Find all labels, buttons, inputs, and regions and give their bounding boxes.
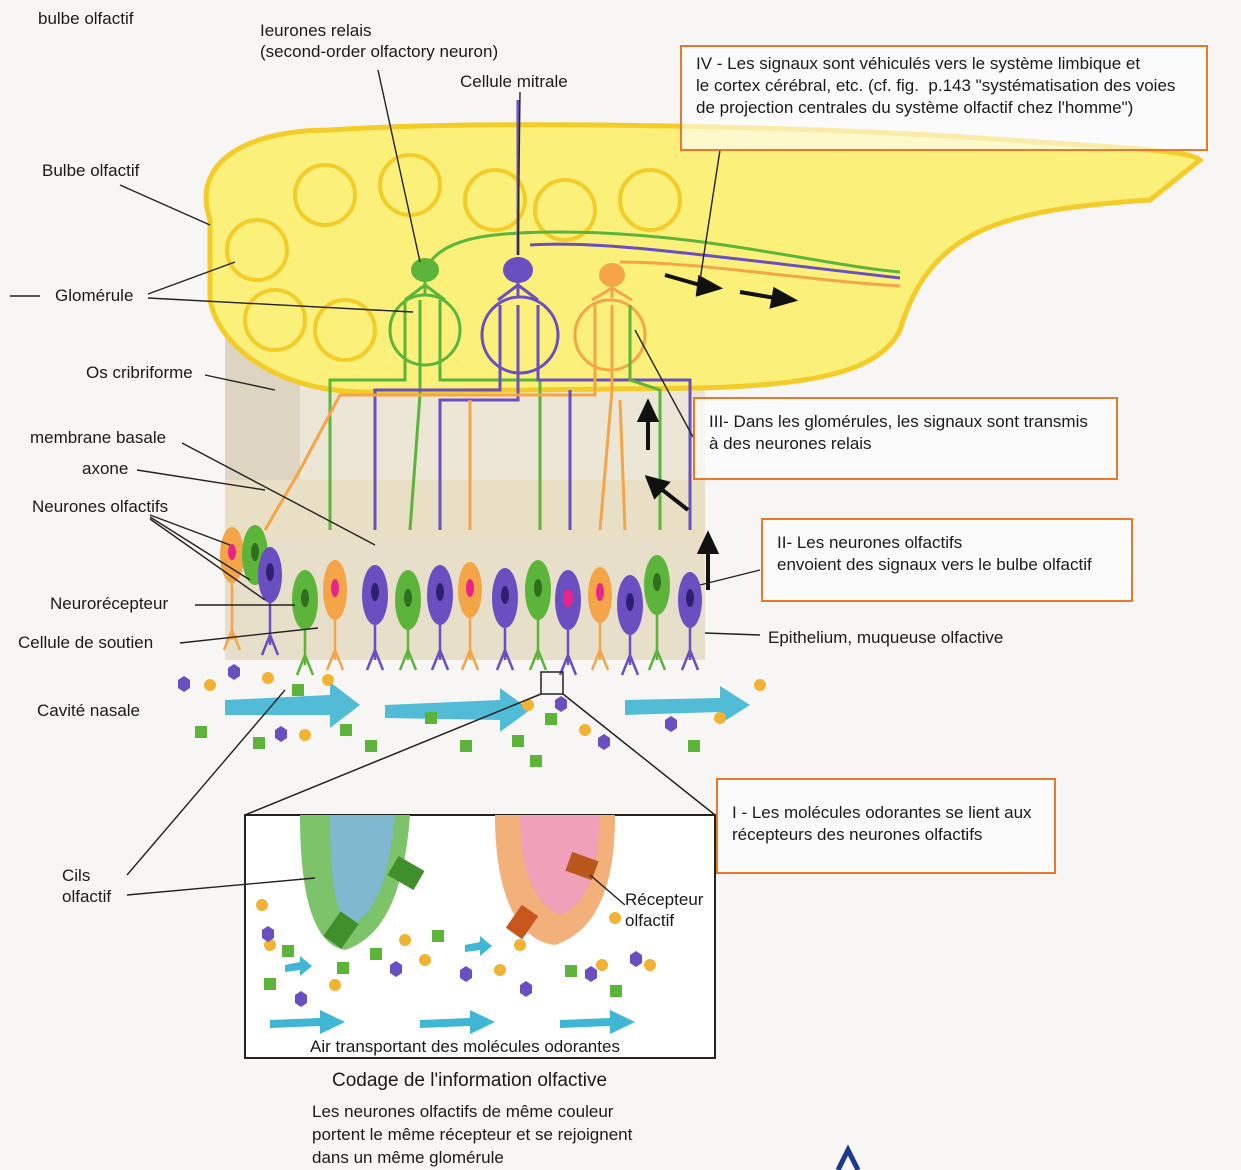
label-cellule-mitrale: Cellule mitrale	[460, 71, 568, 92]
callout-step-2: II- Les neurones olfactifs envoient des …	[761, 518, 1133, 602]
zoom-area-marker	[541, 672, 563, 694]
label-epithelium: Epithelium, muqueuse olfactive	[768, 627, 1003, 648]
caption-note: Les neurones olfactifs de même couleur p…	[312, 1100, 632, 1169]
label-membrane-basale: membrane basale	[30, 427, 166, 448]
basal-layer	[225, 480, 705, 540]
label-air-transport: Air transportant des molécules odorantes	[310, 1036, 620, 1057]
label-neurorecepteur: Neurorécepteur	[50, 593, 168, 614]
caption-title: Codage de l'information olfactive	[332, 1070, 607, 1092]
label-neurones-relais: Ieurones relais (second-order olfactory …	[260, 20, 498, 62]
label-cils-olfactif: Cils olfactif	[62, 865, 111, 907]
label-glomerule: Glomérule	[55, 285, 133, 306]
label-neurones-olfactifs: Neurones olfactifs	[32, 496, 168, 517]
callout-step-1: I - Les molécules odorantes se lient aux…	[716, 778, 1056, 874]
page-fragment-glyph	[838, 1150, 858, 1170]
mitral-soma-purple	[503, 257, 533, 283]
label-recepteur-olfactif: Récepteur olfactif	[625, 889, 703, 931]
label-axone: axone	[82, 458, 128, 479]
label-cellule-de-soutien: Cellule de soutien	[18, 632, 153, 653]
callout-step-4: IV - Les signaux sont véhiculés vers le …	[680, 45, 1208, 151]
label-cavite-nasale: Cavité nasale	[37, 700, 140, 721]
mitral-soma-orange	[599, 263, 625, 287]
callout-step-3: III- Dans les glomérules, les signaux so…	[693, 397, 1118, 480]
header-bulbe-olfactif: bulbe olfactif	[38, 8, 133, 29]
mitral-soma-green	[411, 258, 439, 282]
label-bulbe-olfactif: Bulbe olfactif	[42, 160, 139, 181]
label-os-cribriforme: Os cribriforme	[86, 362, 193, 383]
